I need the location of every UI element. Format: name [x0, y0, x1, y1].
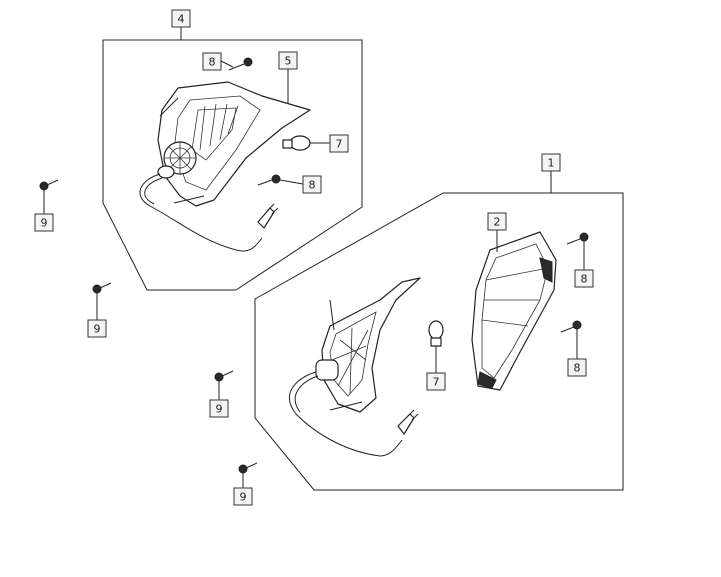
- callout-4: 4: [171, 9, 191, 28]
- callout-5: 5: [278, 51, 298, 70]
- svg-text:8: 8: [581, 273, 588, 286]
- svg-text:7: 7: [336, 138, 343, 151]
- callout-9: 9: [87, 319, 107, 338]
- svg-text:9: 9: [216, 403, 223, 416]
- assembly-outline-4: [102, 39, 363, 291]
- callout-1: 1: [541, 153, 561, 172]
- lens-cover: [471, 231, 557, 391]
- screw-icon: [39, 179, 59, 214]
- callout-2: 2: [487, 212, 507, 231]
- svg-text:2: 2: [494, 216, 501, 229]
- callout-9: 9: [233, 487, 253, 506]
- svg-text:8: 8: [574, 362, 581, 375]
- callout-8: 8: [302, 175, 322, 194]
- svg-text:4: 4: [178, 13, 185, 26]
- screw-icon: [238, 462, 258, 488]
- svg-text:9: 9: [41, 217, 48, 230]
- assembly-outline-1: [254, 192, 624, 491]
- callout-9: 9: [209, 399, 229, 418]
- bulb-icon: [282, 135, 330, 151]
- screw-icon: [560, 320, 582, 359]
- callout-7: 7: [329, 134, 349, 153]
- svg-text:7: 7: [433, 376, 440, 389]
- svg-text:8: 8: [309, 179, 316, 192]
- callout-7: 7: [426, 372, 446, 391]
- screw-icon: [228, 57, 253, 71]
- callout-8: 8: [567, 358, 587, 377]
- leader-8a: [220, 60, 234, 68]
- screw-icon: [92, 282, 112, 320]
- svg-text:9: 9: [240, 491, 247, 504]
- callout-8: 8: [202, 52, 222, 71]
- svg-text:5: 5: [285, 55, 292, 68]
- bulb-icon: [428, 320, 444, 373]
- svg-text:1: 1: [548, 157, 555, 170]
- lower-turn-signal-assembly: [289, 277, 421, 457]
- svg-text:9: 9: [94, 323, 101, 336]
- callout-8: 8: [574, 269, 594, 288]
- upper-turn-signal-assembly: [139, 81, 311, 252]
- screw-icon: [214, 370, 234, 400]
- svg-text:8: 8: [209, 56, 216, 69]
- screw-icon: [566, 232, 589, 270]
- screw-icon: [257, 174, 304, 186]
- callout-9: 9: [34, 213, 54, 232]
